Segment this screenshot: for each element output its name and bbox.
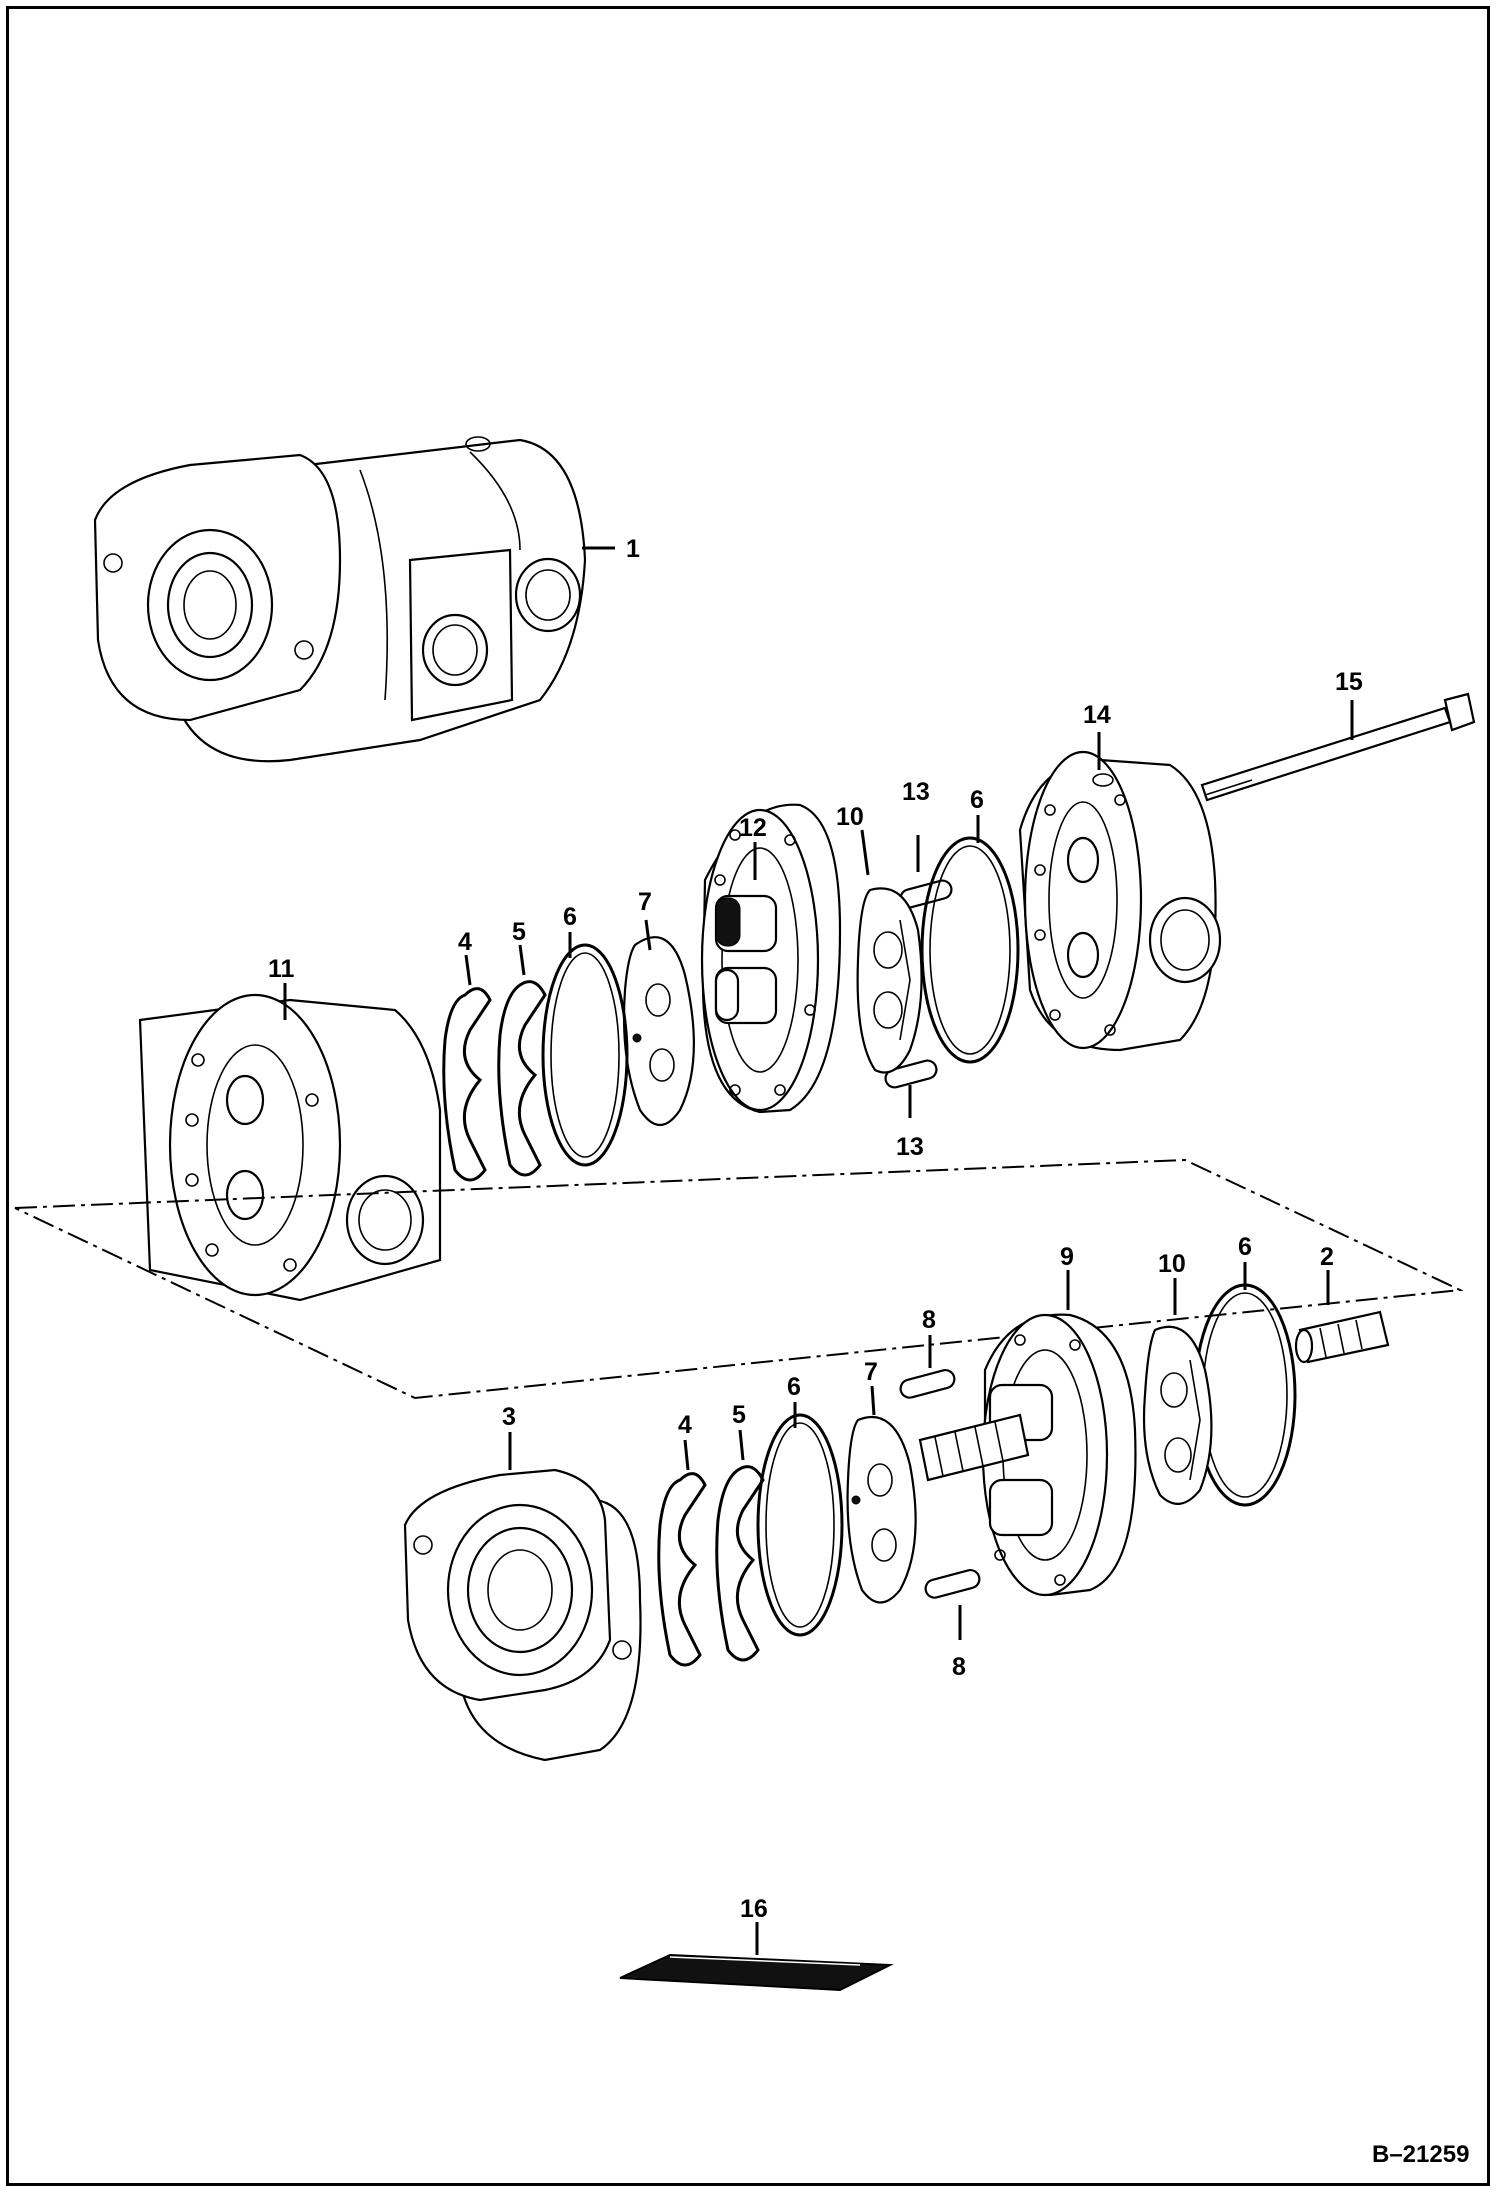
part-10-wear-plate-top <box>856 887 923 1074</box>
leader-5a <box>518 944 526 976</box>
callout-4-bottom: 4 <box>678 1411 692 1439</box>
callout-11: 11 <box>268 955 295 983</box>
part-7-seal-plate-top <box>622 936 695 1127</box>
callout-14: 14 <box>1083 701 1111 729</box>
leader-7b <box>870 1385 876 1416</box>
callout-9: 9 <box>1060 1243 1074 1271</box>
part-10-wear-plate-bottom <box>1142 1325 1213 1505</box>
leader-4b <box>683 1439 690 1471</box>
part-14-rear-housing <box>1018 750 1222 1052</box>
part-15-bolt <box>1200 692 1476 802</box>
figure-number: B–21259 <box>1372 2141 1469 2168</box>
callout-7-bottom: 7 <box>864 1358 878 1386</box>
callout-13-bottom: 13 <box>896 1133 924 1161</box>
callout-15: 15 <box>1335 668 1363 696</box>
callout-3: 3 <box>502 1403 516 1431</box>
callout-6-top-middle: 6 <box>563 903 577 931</box>
part-4-5-seals-top <box>442 980 547 1182</box>
callout-8-top: 8 <box>922 1306 936 1334</box>
part-1-pump-assembly <box>93 436 587 763</box>
callout-7-top: 7 <box>638 888 652 916</box>
callout-13-top: 13 <box>902 778 930 806</box>
callout-8-bottom: 8 <box>952 1653 966 1681</box>
callout-12: 12 <box>739 814 767 842</box>
leader-5b <box>738 1429 745 1461</box>
part-6-o-ring-bottom-middle <box>756 1413 844 1637</box>
phantom-boundary <box>14 1158 1464 1400</box>
part-2-drive-shaft <box>1294 1310 1390 1364</box>
callout-6-top-right: 6 <box>970 786 984 814</box>
callout-6-bottom-middle: 6 <box>787 1373 801 1401</box>
part-16-seal-sheet <box>619 1953 894 1992</box>
part-6-o-ring-top-middle <box>541 943 629 1167</box>
callout-5-bottom: 5 <box>732 1401 746 1429</box>
callout-4-top: 4 <box>458 928 472 956</box>
callout-10-top: 10 <box>836 803 864 831</box>
callout-5-top: 5 <box>512 918 526 946</box>
part-4-5-seals-bottom <box>657 1465 765 1667</box>
part-6-o-ring-top-right <box>920 836 1020 1064</box>
part-9-gear-housing <box>918 1313 1137 1597</box>
part-7-seal-plate-bottom <box>846 1415 917 1604</box>
callout-6-bottom-right: 6 <box>1238 1233 1252 1261</box>
callout-labels: 1 15 14 13 6 10 12 7 6 5 4 11 13 9 10 6 … <box>268 535 1469 2168</box>
callout-16: 16 <box>740 1895 768 1923</box>
part-8-dowel-pins <box>899 1368 981 1599</box>
part-11-middle-housing <box>138 993 442 1302</box>
leader-7a <box>644 919 652 951</box>
part-12-gear-housing <box>700 803 842 1114</box>
leader-4a <box>464 954 472 986</box>
callout-1: 1 <box>626 535 640 563</box>
leader-10a <box>860 829 870 876</box>
diagram-frame <box>6 6 1490 2186</box>
callout-10-bottom: 10 <box>1158 1250 1186 1278</box>
callout-2: 2 <box>1320 1243 1334 1271</box>
part-3-front-cover <box>403 1468 642 1762</box>
